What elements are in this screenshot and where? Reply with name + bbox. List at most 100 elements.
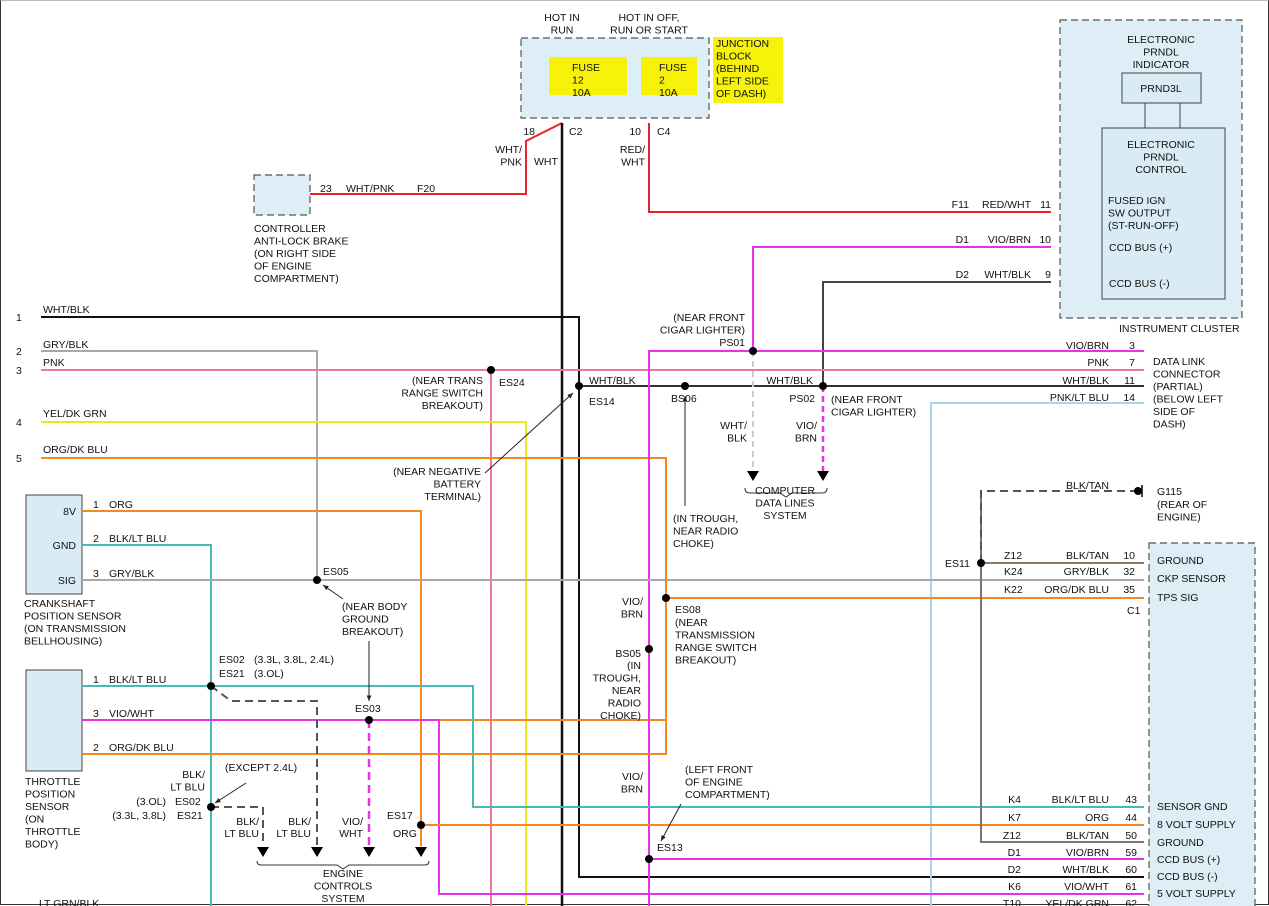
tps-label-line: SENSOR	[25, 801, 70, 813]
es24-note-line: BREAKOUT)	[422, 400, 483, 412]
dlc-wire: WHT/BLK	[1062, 375, 1109, 387]
ckp-pin-label: 8V	[63, 506, 76, 518]
wht-pnk-label-line: PNK	[500, 157, 522, 169]
splice-es08	[662, 594, 670, 602]
pcm-circuit: K7	[1008, 812, 1021, 824]
fuse12-line: FUSE	[572, 62, 600, 74]
splice-es02-es21-b	[207, 803, 215, 811]
cdl-label-line: COMPUTER	[755, 485, 816, 497]
pointer-es14	[484, 392, 574, 474]
pcm-pin: 10	[1123, 550, 1135, 562]
cluster-circuit: D2	[956, 269, 970, 281]
abs-label-line: ANTI-LOCK BRAKE	[254, 236, 349, 248]
es13-label: ES13	[657, 842, 683, 854]
except-label: (EXCEPT 2.4L)	[225, 762, 297, 774]
junction-block-label-line: (BEHIND	[716, 63, 760, 75]
ecs-arrow-1	[257, 847, 269, 857]
dlc-pin: 11	[1124, 375, 1135, 387]
cluster-wire: VIO/BRN	[988, 234, 1031, 246]
dlc-label-line: (PARTIAL)	[1153, 381, 1203, 393]
ccd-minus-label: CCD BUS (-)	[1109, 278, 1170, 290]
es14-note-line: BATTERY	[434, 479, 481, 491]
dlc-label-line: SIDE OF	[1153, 406, 1195, 418]
left-wire-color: GRY/BLK	[43, 339, 88, 351]
bs06-label: BS06	[671, 393, 697, 405]
cdl-arrow-1	[747, 471, 759, 481]
wire-tps-blk-lt-blu	[82, 685, 1144, 808]
es14-label: ES14	[589, 396, 615, 408]
bs05-note-line: CHOKE)	[600, 710, 641, 722]
ecs-wire-label: BLK/	[236, 816, 259, 828]
fuse2-line: FUSE	[659, 62, 687, 74]
abs-wire: WHT/PNK	[346, 183, 394, 195]
pcm-wire: ORG/DK BLU	[1044, 584, 1109, 596]
prndl-indicator-label-line: INDICATOR	[1133, 59, 1190, 71]
pcm-pin-label: CCD BUS (+)	[1157, 854, 1220, 866]
wire-g115-blk-tan	[980, 490, 1136, 563]
tps-pin-num: 1	[93, 674, 99, 686]
wire-2-gry-blk	[41, 350, 318, 580]
abs-label-line: CONTROLLER	[254, 223, 326, 235]
hot-in-run-line: RUN	[551, 25, 574, 37]
ccd-plus-label: CCD BUS (+)	[1109, 242, 1172, 254]
abs-pin: 23	[320, 183, 332, 195]
ecs-arrow-4	[415, 847, 427, 857]
ckp-label-line: (ON TRANSMISSION	[24, 623, 126, 635]
tps-label-line: BODY)	[25, 839, 58, 851]
ecs-wire-label: WHT	[339, 828, 363, 840]
es17-wire: ORG	[393, 828, 417, 840]
ps01-note-line: (NEAR FRONT	[673, 312, 745, 324]
es08-note-line: (NEAR	[675, 617, 708, 629]
es13-note-line: COMPARTMENT)	[685, 789, 770, 801]
dlc-pin: 3	[1129, 340, 1135, 352]
pcm-circuit: Z12	[1004, 550, 1022, 562]
junction-label-highlight	[713, 37, 783, 103]
wire-4-yel-dk-grn	[41, 421, 527, 906]
pcm-wire: GRY/BLK	[1064, 566, 1109, 578]
pcm-pin-label: CKP SENSOR	[1157, 573, 1226, 585]
splice-bs05	[645, 645, 653, 653]
tps-label-line: THROTTLE	[25, 776, 80, 788]
wire-es11-ground	[980, 491, 1144, 843]
cluster-circuit: D1	[956, 234, 970, 246]
pcm-pin: 61	[1125, 881, 1137, 893]
ecs-label-line: ENGINE	[323, 868, 363, 880]
prndl-control-label-line: ELECTRONIC	[1127, 139, 1195, 151]
wire-tps-org-dk-blu	[82, 458, 667, 755]
splice-es13	[645, 855, 653, 863]
es02a-engine: (3.3L, 3.8L, 2.4L)	[254, 654, 334, 666]
fuse12-highlight	[549, 57, 627, 95]
pcm-circuit: K6	[1008, 881, 1021, 893]
pcm-pin-label: 8 VOLT SUPPLY	[1157, 819, 1236, 831]
ps02-note-line: (NEAR FRONT	[831, 394, 903, 406]
blk-lt-blu-vertical-line: LT BLU	[170, 782, 205, 794]
es05-note-line: BREAKOUT)	[342, 626, 403, 638]
es05-note-line: (NEAR BODY	[342, 601, 407, 613]
pcm-pin: 62	[1125, 898, 1137, 906]
left-wire-color: ORG/DK BLU	[43, 444, 108, 456]
ckp-pin-wire: GRY/BLK	[109, 568, 154, 580]
junction-block-label-line: OF DASH)	[716, 88, 766, 100]
es21b-label: ES21	[177, 810, 203, 822]
tps-pin-wire: VIO/WHT	[109, 708, 154, 720]
left-wire-color: PNK	[43, 357, 65, 369]
pcm-pin: 60	[1125, 864, 1137, 876]
blk-lt-blu-vertical-line: BLK/	[182, 769, 205, 781]
junction-block-label-line: BLOCK	[716, 51, 752, 63]
cluster-wire: RED/WHT	[982, 199, 1032, 211]
dlc-label-line: DASH)	[1153, 419, 1186, 431]
pcm-wire: YEL/DK GRN	[1045, 898, 1109, 906]
pcm-circuit: T10	[1003, 898, 1021, 906]
junction-block-label-line: JUNCTION	[716, 38, 769, 50]
ckp-pin-label: GND	[53, 540, 77, 552]
fused-ign-label-line: SW OUTPUT	[1108, 208, 1172, 220]
splice-es03	[365, 716, 373, 724]
es24-note-line: (NEAR TRANS	[412, 375, 483, 387]
fuse12-line: 10A	[572, 87, 591, 99]
abs-label-line: OF ENGINE	[254, 261, 312, 273]
cluster-pin: 9	[1045, 269, 1051, 281]
bs05-note-line: (IN	[627, 660, 641, 672]
pcm-wire: BLK/TAN	[1066, 830, 1109, 842]
splice-ps01	[749, 347, 757, 355]
